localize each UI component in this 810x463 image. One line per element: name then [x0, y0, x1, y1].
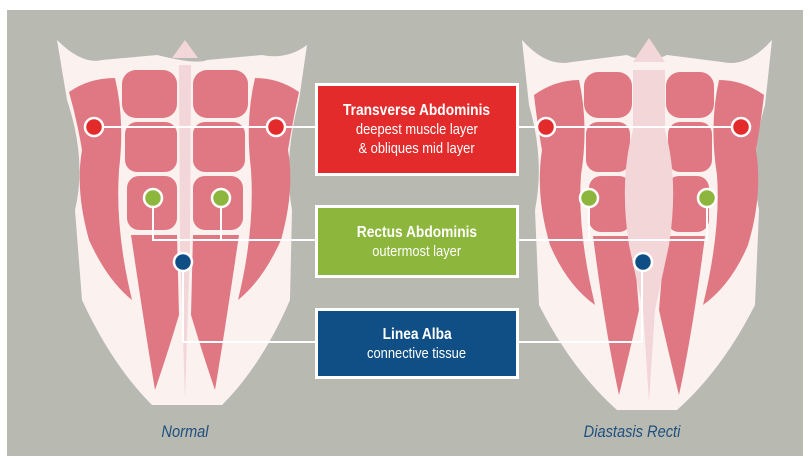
normal-transverse-dot-left [85, 118, 103, 136]
diastasis-rectus-mid-right [668, 122, 712, 172]
normal-rectus-mid-right [193, 122, 245, 172]
normal-caption: Normal [146, 422, 223, 442]
diagram-panel: Transverse Abdominis deepest muscle laye… [7, 10, 803, 456]
normal-rectus-upper-right [193, 70, 248, 118]
diastasis-rectus-upper-right [666, 72, 714, 118]
normal-rectus-upper-left [122, 70, 177, 118]
normal-transverse-dot-right [267, 118, 285, 136]
linea-alba-title: Linea Alba [382, 325, 451, 344]
linea-alba-line1: connective tissue [368, 344, 467, 363]
normal-linea-dot [174, 253, 192, 271]
transverse-abdominis-line2: & obliques mid layer [359, 139, 475, 158]
rectus-abdominis-box: Rectus Abdominis outermost layer [315, 205, 519, 278]
diastasis-transverse-dot-right [732, 118, 750, 136]
rectus-abdominis-line1: outermost layer [373, 242, 462, 261]
normal-abdomen [57, 40, 307, 405]
diastasis-abdomen [522, 38, 772, 410]
diastasis-linea-dot [634, 253, 652, 271]
transverse-abdominis-line1: deepest muscle layer [356, 120, 478, 139]
transverse-abdominis-box: Transverse Abdominis deepest muscle laye… [315, 83, 519, 176]
diastasis-rectus-mid-left [586, 122, 630, 172]
diastasis-transverse-dot-left [537, 118, 555, 136]
normal-rectus-dot-left [144, 189, 162, 207]
diastasis-recti-caption: Diastasis Recti [576, 422, 688, 442]
diastasis-rectus-upper-left [584, 72, 632, 118]
diastasis-rectus-dot-right [698, 189, 716, 207]
rectus-abdominis-title: Rectus Abdominis [357, 223, 477, 242]
normal-rectus-mid-left [125, 122, 177, 172]
linea-alba-box: Linea Alba connective tissue [315, 308, 519, 379]
transverse-abdominis-title: Transverse Abdominis [343, 101, 490, 120]
diastasis-rectus-dot-left [580, 189, 598, 207]
normal-rectus-dot-right [212, 189, 230, 207]
